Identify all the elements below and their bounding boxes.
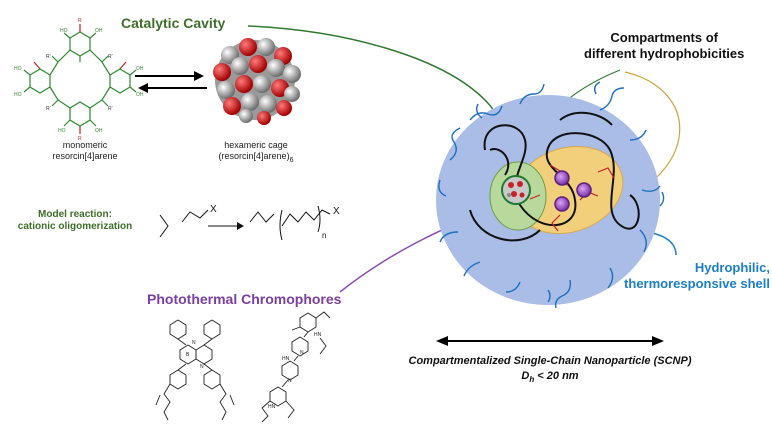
- svg-text:N: N: [300, 350, 304, 356]
- svg-text:HO: HO: [58, 128, 66, 134]
- model-reaction-label: Model reaction: cationic oligomerization: [10, 209, 140, 233]
- size-double-arrow: [436, 336, 664, 346]
- hydrophilic-label-line1: Hydrophilic,: [694, 260, 770, 275]
- shell-polymer-chains: [438, 81, 665, 309]
- scnp-dh-symbol: D: [521, 370, 530, 382]
- svg-text:R: R: [78, 18, 82, 24]
- hexameric-cage-model: [213, 38, 301, 125]
- svg-text:R': R': [108, 54, 113, 60]
- model-reaction-label-line2: cationic oligomerization: [17, 221, 133, 232]
- model-reaction-label-line1: Model reaction:: [38, 209, 112, 220]
- monomeric-label-line1: monomeric: [62, 140, 108, 150]
- svg-text:OH: OH: [95, 128, 103, 134]
- compartments-label-line2: different hydrophobicities: [584, 46, 745, 61]
- scnp-nanoparticle: [436, 81, 665, 309]
- svg-text:HO: HO: [14, 92, 22, 98]
- svg-text:N: N: [192, 340, 196, 346]
- svg-text:B: B: [186, 352, 190, 358]
- hexameric-label-line2: (resorcin[4]arene): [218, 151, 290, 161]
- svg-text:HN: HN: [314, 332, 322, 338]
- svg-text:N: N: [200, 364, 204, 370]
- chromophore-structure-1: [155, 319, 235, 421]
- svg-text:R': R': [46, 54, 51, 60]
- chromophore-dot-2: [576, 182, 592, 198]
- hydrophilic-label-line2: thermoresponsive shell: [624, 276, 770, 291]
- monomeric-label: monomeric resorcin[4]arene: [40, 140, 130, 162]
- reaction-n-label: n: [322, 231, 326, 240]
- hexameric-label-line1: hexameric cage: [224, 140, 288, 150]
- photothermal-chromophores-label: Photothermal Chromophores: [147, 291, 342, 307]
- monomeric-label-line2: resorcin[4]arene: [52, 151, 118, 161]
- svg-text:HO: HO: [60, 28, 68, 34]
- svg-text:HO: HO: [14, 66, 22, 72]
- chromophore-structure-2: [261, 311, 331, 423]
- svg-text:N: N: [288, 378, 292, 384]
- svg-text:R': R': [46, 106, 51, 112]
- svg-text:R': R': [108, 106, 113, 112]
- svg-text:OH: OH: [95, 28, 103, 34]
- scnp-dh-value: < 20 nm: [534, 370, 579, 382]
- reaction-x-label-1: X: [210, 204, 217, 215]
- catalytic-cavity-label: Catalytic Cavity: [121, 15, 226, 31]
- equilibrium-arrows: [135, 71, 207, 93]
- scnp-dh-subscript: h: [529, 375, 535, 385]
- hydrophilic-shell-label: Hydrophilic, thermoresponsive shell: [620, 260, 770, 292]
- chromophore-dot-3: [554, 196, 570, 212]
- monomeric-substituent-labels: HO OH HO OH HO OH HO OH R' R' R' R' R R: [14, 18, 144, 142]
- reaction-x-label-2: X: [333, 206, 340, 217]
- chromophore-dot-1: [554, 170, 570, 186]
- hexameric-subscript: 6: [289, 156, 294, 164]
- scnp-caption: Compartmentalized Single-Chain Nanoparti…: [390, 354, 710, 387]
- hexameric-label: hexameric cage (resorcin[4]arene)6: [208, 140, 304, 166]
- model-reaction-scheme: [159, 205, 331, 241]
- catalytic-cage-in-particle: [501, 175, 531, 205]
- compartments-label: Compartments of different hydrophobiciti…: [584, 30, 744, 62]
- svg-text:HN: HN: [268, 404, 276, 410]
- monomeric-resorcinarene-structure: [23, 24, 137, 134]
- svg-text:OH: OH: [136, 92, 144, 98]
- svg-text:OH: OH: [136, 66, 144, 72]
- scnp-caption-line1: Compartmentalized Single-Chain Nanoparti…: [408, 355, 692, 367]
- svg-text:HN: HN: [282, 356, 290, 362]
- svg-text:R: R: [78, 136, 82, 142]
- compartments-label-line1: Compartments of: [610, 30, 718, 45]
